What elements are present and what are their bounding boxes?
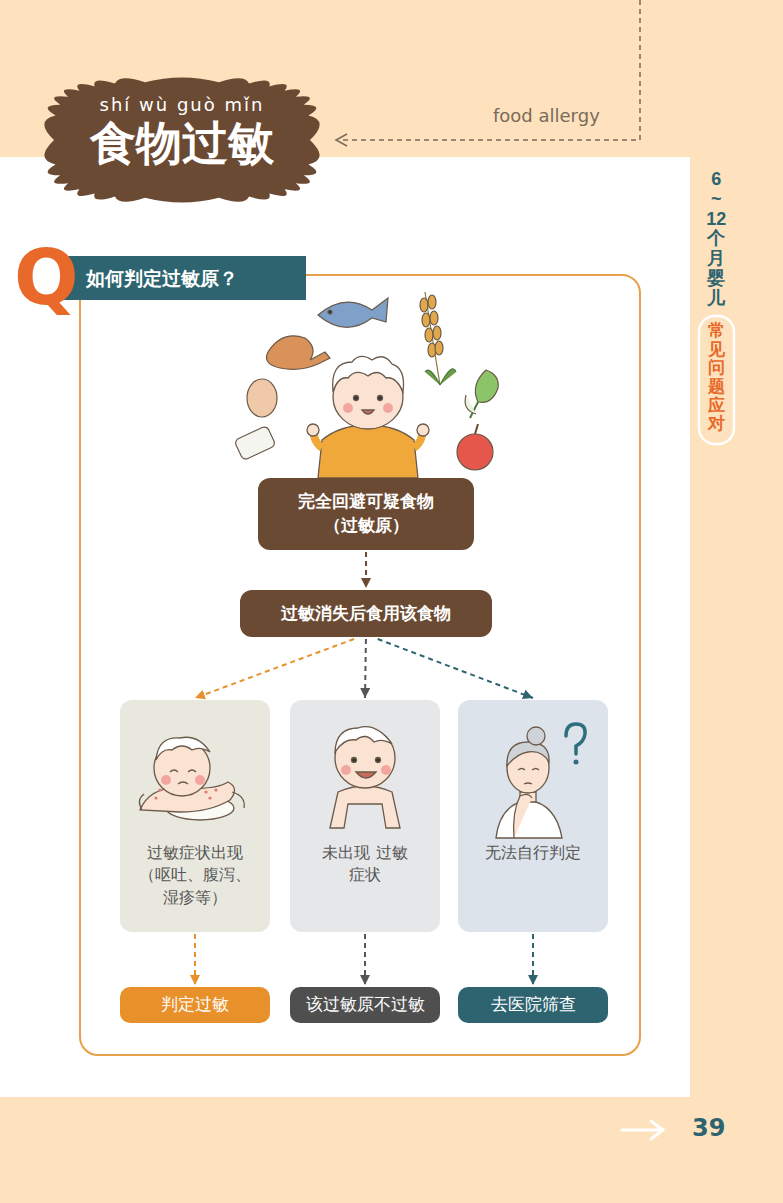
title-badge [44,77,319,202]
node-text: 未出现 过敏症状 [320,842,410,887]
node-text: 过敏消失后食用该食物 [258,602,474,626]
section-tab: 6~12个月婴儿 [706,170,726,309]
outcome-panel: 过敏症状出现 （呕吐、腹泻、 湿疹等） [120,700,270,932]
outcome-panel: 无法自行判定 [458,700,608,932]
node-text: 判定过敏 [126,993,264,1017]
node-text: 完全回避可疑食物 （过敏原） [286,490,446,538]
flow-arrow [195,639,354,698]
result-pill: 去医院筛查 [458,987,608,1023]
question-bar: 如何判定过敏原？ [62,256,306,300]
node-text: 该过敏原不过敏 [296,993,434,1017]
section-tab: 常见问题应对 [707,322,726,434]
result-pill: 判定过敏 [120,987,270,1023]
node-text: 去医院筛查 [464,993,602,1017]
flow-arrow [532,934,534,985]
english-subtitle: food allergy [493,105,600,127]
flow-arrow [364,639,367,698]
page-title: 食物过敏 [90,118,274,169]
flow-arrow [378,639,533,698]
result-pill: 该过敏原不过敏 [290,987,440,1023]
node-text: 过敏症状出现 （呕吐、腹泻、 湿疹等） [130,842,260,909]
outcome-panel: 未出现 过敏症状 [290,700,440,932]
flow-arrow [194,934,196,985]
node-text: 如何判定过敏原？ [86,265,306,292]
flow-arrow [365,552,367,588]
page-number: 39 [692,1114,725,1143]
node-text: 无法自行判定 [468,842,598,864]
flow-arrow [364,934,366,985]
question-mark-letter: Q [14,240,79,316]
process-box: 完全回避可疑食物 （过敏原） [258,478,474,550]
pinyin: shí wù guò mǐn [100,94,265,116]
process-box: 过敏消失后食用该食物 [240,590,492,637]
